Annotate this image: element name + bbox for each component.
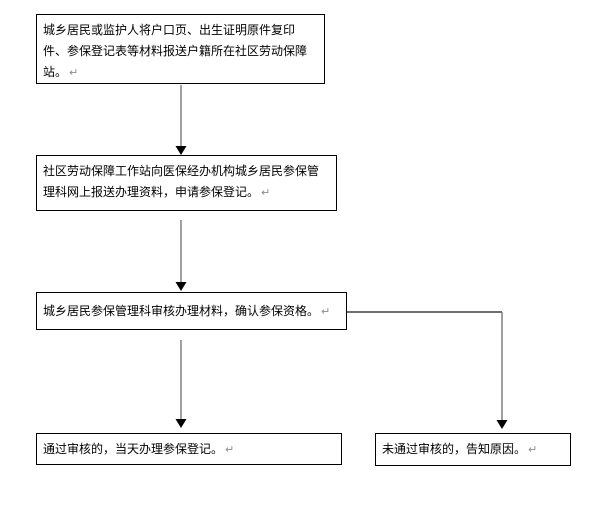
arrow-station-to-review bbox=[175, 220, 187, 291]
arrow-review-to-rejected bbox=[347, 311, 508, 429]
flow-box-station-online-report: 社区劳动保障工作站向医保经办机构城乡居民参保管理科网上报送办理资料，申请参保登记… bbox=[36, 155, 337, 211]
arrowhead-down-icon bbox=[175, 282, 187, 291]
arrowhead-down-icon bbox=[175, 146, 187, 155]
arrow-review-to-approved bbox=[175, 340, 187, 428]
flow-box-rejected-notify: 未通过审核的，告知原因。↵ bbox=[375, 433, 571, 466]
flow-box-text: 城乡居民参保管理科审核办理材料，确认参保资格。 bbox=[43, 304, 320, 318]
paragraph-return-icon: ↵ bbox=[528, 443, 538, 456]
paragraph-return-icon: ↵ bbox=[225, 443, 235, 456]
flow-box-review-materials: 城乡居民参保管理科审核办理材料，确认参保资格。↵ bbox=[36, 292, 347, 330]
flow-box-text: 通过审核的，当天办理参保登记。 bbox=[43, 442, 224, 456]
arrow-submit-to-station bbox=[175, 85, 187, 155]
flow-box-approved-register: 通过审核的，当天办理参保登记。↵ bbox=[36, 433, 342, 465]
arrowhead-down-icon bbox=[175, 419, 187, 428]
arrowhead-down-icon bbox=[496, 420, 508, 429]
flow-box-text: 社区劳动保障工作站向医保经办机构城乡居民参保管理科网上报送办理资料，申请参保登记… bbox=[43, 164, 320, 199]
paragraph-return-icon: ↵ bbox=[321, 305, 331, 318]
flow-box-submit-materials: 城乡居民或监护人将户口页、出生证明原件复印件、参保登记表等材料报送户籍所在社区劳… bbox=[36, 14, 325, 84]
paragraph-return-icon: ↵ bbox=[261, 186, 271, 199]
flow-box-text: 城乡居民或监护人将户口页、出生证明原件复印件、参保登记表等材料报送户籍所在社区劳… bbox=[43, 23, 308, 79]
flow-box-text: 未通过审核的，告知原因。 bbox=[382, 442, 527, 456]
paragraph-return-icon: ↵ bbox=[69, 66, 79, 79]
